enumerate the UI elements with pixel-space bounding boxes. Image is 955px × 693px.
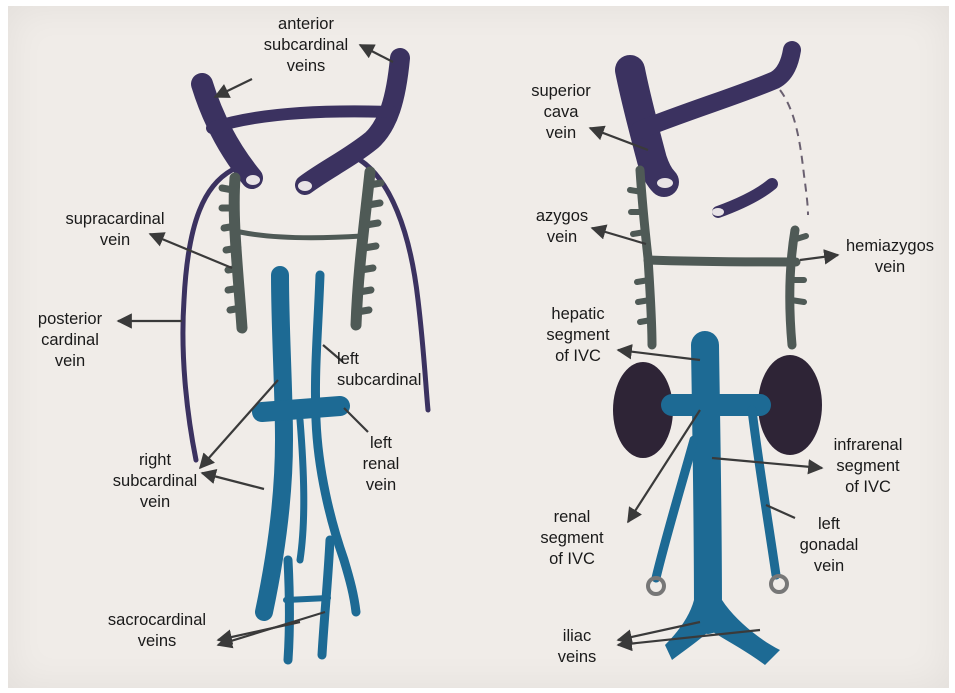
left-renal-vein-shape [262, 406, 340, 412]
hemiazygos-vein [790, 230, 795, 345]
label-left-subcardinal: left subcardinal [337, 349, 437, 391]
vessel-opening-left [298, 181, 312, 191]
label-posterior-cardinal: posterior cardinal vein [22, 309, 118, 372]
arrow-hepatic [618, 350, 700, 360]
supracardinal-tributaries-left [357, 183, 381, 312]
arrow-anterior-right [215, 79, 252, 97]
label-iliac: iliac veins [542, 626, 612, 668]
arrow-right-subcardinal-up [200, 380, 278, 468]
sacrocardinal-vein-right [288, 560, 290, 660]
label-left-gonadal: left gonadal vein [790, 514, 868, 577]
left-gonad-loop [771, 576, 787, 592]
label-infrarenal-segment: infrarenal segment of IVC [818, 435, 918, 498]
anastomosis-left-brachiocephalic [212, 111, 392, 128]
label-left-renal: left renal vein [348, 433, 414, 496]
iliac-veins [665, 600, 780, 665]
intercostal-opening [712, 208, 724, 216]
label-supracardinal: supracardinal vein [56, 209, 174, 251]
label-sacrocardinal: sacrocardinal veins [95, 610, 219, 652]
anterior-cardinal-vein-left [305, 58, 400, 185]
label-hemiazygos: hemiazygos vein [836, 236, 944, 278]
label-right-subcardinal: right subcardinal vein [100, 450, 210, 513]
label-anterior-subcardinal: anterior subcardinal veins [252, 14, 360, 77]
arrow-left-renal [344, 408, 368, 432]
label-superior-cava: superior cava vein [520, 81, 602, 144]
dashed-vessel [780, 90, 808, 215]
arrow-right-subcardinal [202, 473, 264, 489]
right-gonadal-vein [656, 440, 694, 578]
label-hepatic-segment: hepatic segment of IVC [538, 304, 618, 367]
label-renal-segment: renal segment of IVC [532, 507, 612, 570]
arrow-anterior-left [360, 45, 393, 62]
subcardinal-mid-link [300, 420, 304, 560]
supracardinal-anastomosis [240, 232, 362, 238]
label-azygos: azygos vein [522, 206, 602, 248]
left-superior-intercostal [718, 184, 772, 212]
hemiazygos-crossing [648, 260, 796, 262]
arrow-hemiazygos [800, 255, 838, 260]
posterior-cardinal-vein-right [183, 170, 232, 460]
left-diagram-arrows [118, 45, 393, 645]
left-brachiocephalic-vein [640, 50, 792, 130]
arrow-infrarenal [712, 458, 822, 468]
vessel-opening-right [246, 175, 260, 185]
sacrocardinal-anastomosis [286, 598, 328, 600]
svc-opening [657, 178, 673, 188]
right-subcardinal-vein [264, 275, 284, 612]
inferior-vena-cava [705, 345, 708, 620]
